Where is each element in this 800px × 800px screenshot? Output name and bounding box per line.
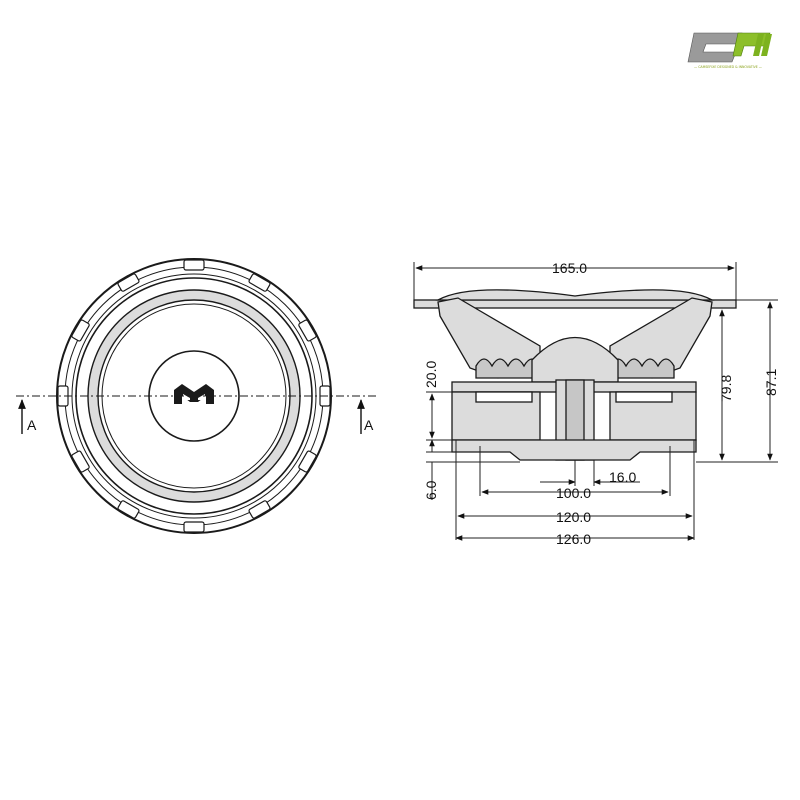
mounting-tab [71, 319, 90, 342]
mounting-tab [117, 500, 140, 519]
voice-coil-left [475, 391, 533, 403]
dim-pole-width: 16.0 [609, 469, 636, 485]
m-logo-icon [174, 384, 214, 404]
m-logo-inner-icon [183, 394, 205, 400]
logo-swoosh-icon [687, 32, 743, 63]
mounting-tab [183, 259, 205, 271]
back-plate [451, 439, 697, 461]
section-label-right: A [364, 417, 374, 433]
brand-logo: — CAMSEFIXE DESIGNED & INNOVATIVE — [687, 32, 772, 69]
dim-base-width: 126.0 [556, 531, 591, 547]
voice-coil-right [615, 391, 673, 403]
section-markers: A A [18, 399, 374, 434]
dimension-lines [413, 262, 778, 541]
dimension-labels: 165.0 100.0 120.0 126.0 16.0 87.1 79.8 2… [423, 260, 779, 547]
mounting-tab [183, 521, 205, 533]
dim-height-magnet: 20.0 [423, 361, 439, 388]
dim-overall-width: 165.0 [552, 260, 587, 276]
mounting-tab [117, 273, 140, 292]
mounting-tab [248, 500, 271, 519]
logo-tagline: — CAMSEFIXE DESIGNED & INNOVATIVE — [694, 65, 763, 69]
dust-cap-section [531, 337, 619, 383]
mounting-tab [298, 319, 317, 342]
mounting-tab [71, 450, 90, 473]
section-label-left: A [27, 417, 37, 433]
front-view [16, 258, 378, 534]
dim-frame-width: 120.0 [556, 509, 591, 525]
side-view [413, 289, 737, 461]
surround-top [435, 289, 715, 301]
mounting-tabs [57, 259, 331, 533]
mounting-tab [298, 450, 317, 473]
dim-magnet-width: 100.0 [556, 485, 591, 501]
spider-right [609, 358, 675, 379]
mounting-tab [248, 273, 271, 292]
logo-bars-icon [753, 34, 772, 56]
dim-height-overall: 87.1 [763, 369, 779, 396]
dim-height-plate: 6.0 [423, 480, 439, 500]
dim-height-mount: 79.8 [718, 375, 734, 402]
